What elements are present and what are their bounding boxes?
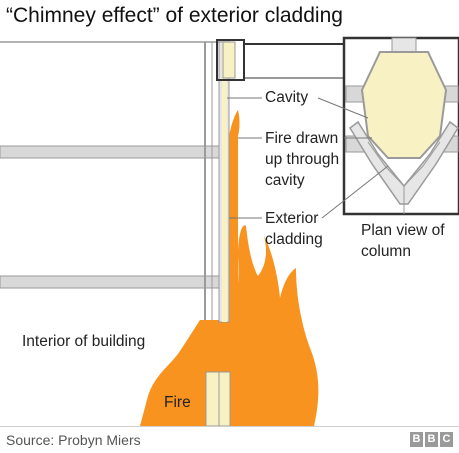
bbc-logo: B B C (410, 432, 453, 447)
column-section (360, 51, 448, 159)
exterior-cladding-line-2: cladding (265, 231, 323, 248)
floor-slab (0, 275, 231, 289)
bbc-logo-block: B (410, 432, 423, 447)
bbc-logo-block: C (440, 432, 453, 447)
cavity-leader (317, 97, 369, 119)
footer-divider (0, 426, 459, 427)
plan-view-inset (342, 36, 459, 216)
cladding-leader (321, 165, 389, 219)
column-top-cap (216, 39, 245, 81)
column-top-inner (222, 41, 236, 79)
fire-in-cavity (229, 136, 238, 326)
fire-drawn-line-3: cavity (265, 172, 305, 189)
floor-slab (0, 145, 231, 159)
plan-view-line-1: Plan view of (361, 222, 445, 239)
column-core (222, 42, 227, 322)
fire-drawn-label: Fire drawn up through cavity (265, 128, 339, 191)
inset-slab (345, 85, 365, 103)
source-credit: Source: Probyn Miers (6, 432, 141, 448)
fire-flame-tip (229, 110, 240, 136)
fire-drawn-line-1: Fire drawn (265, 130, 339, 147)
plan-view-label: Plan view of column (361, 220, 445, 262)
exterior-cladding-label: Exterior cladding (265, 208, 323, 250)
fire-label: Fire (164, 394, 191, 411)
exterior-cladding-line-1: Exterior (265, 210, 319, 227)
column-base (205, 371, 231, 426)
plan-view-line-2: column (361, 243, 411, 260)
fire-flames (140, 110, 319, 426)
page-title: “Chimney effect” of exterior cladding (6, 4, 343, 27)
chimney-effect-diagram (0, 36, 459, 426)
cladding-column (205, 39, 245, 426)
cavity-label: Cavity (265, 89, 309, 106)
leader-lines (227, 97, 389, 219)
interior-of-building-label: Interior of building (22, 333, 146, 350)
fire-drawn-line-2: up through (265, 151, 340, 168)
bbc-logo-block: B (425, 432, 438, 447)
